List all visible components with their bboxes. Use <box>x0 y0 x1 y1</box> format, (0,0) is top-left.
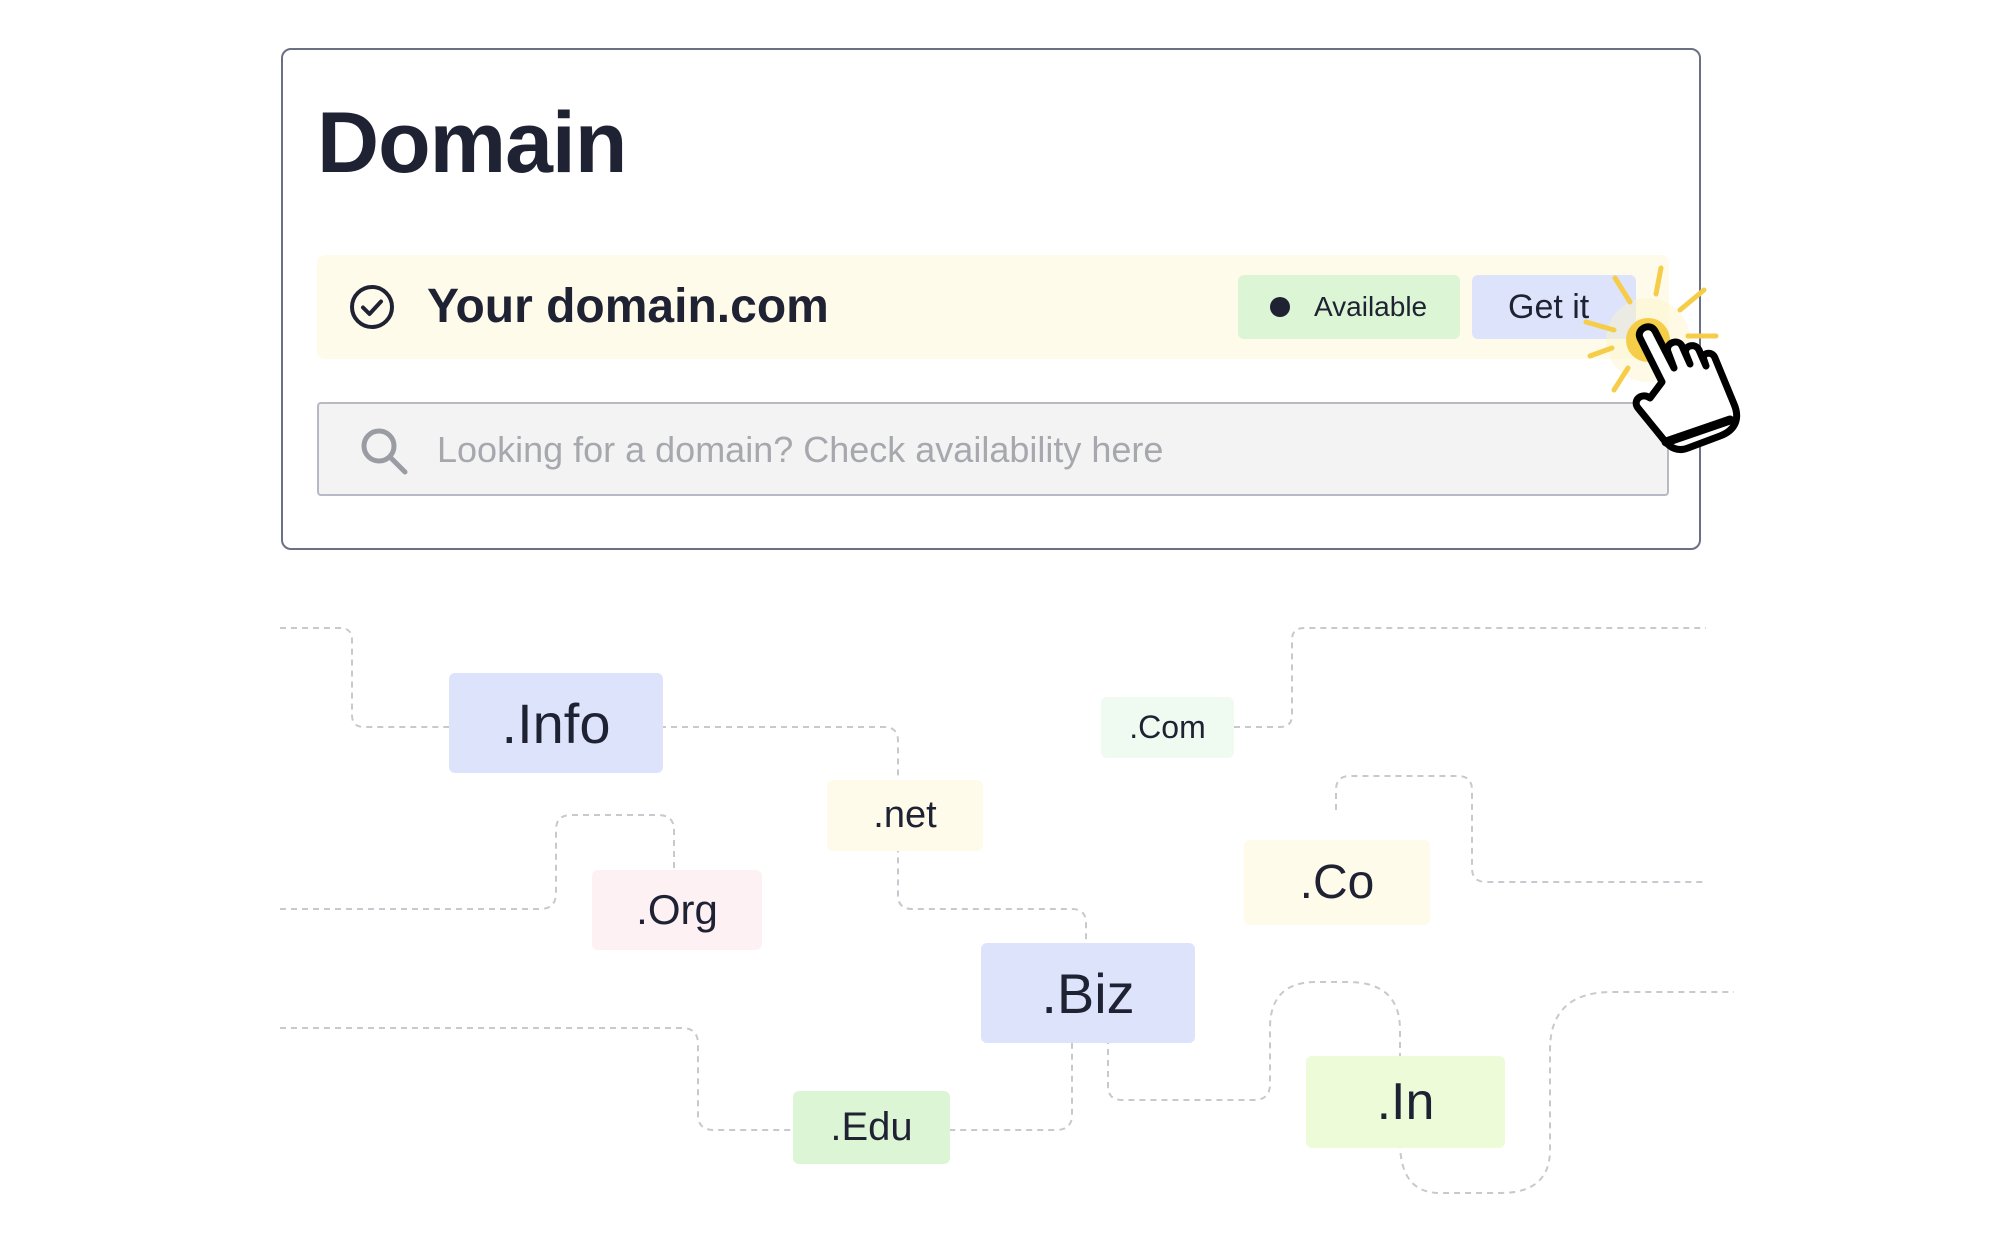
tld-tag[interactable]: .Org <box>592 870 762 950</box>
domain-result-row: Your domain.com Available Get it <box>317 255 1669 359</box>
tld-tag[interactable]: .net <box>827 780 983 851</box>
status-label: Available <box>1314 291 1428 322</box>
tld-tag[interactable]: .Edu <box>793 1091 950 1164</box>
status-dot-icon <box>1270 297 1290 317</box>
domain-name: Your domain.com <box>427 280 829 333</box>
hand-cursor-icon <box>1583 265 1741 454</box>
tld-tag[interactable]: .Biz <box>981 943 1195 1043</box>
domain-card: Domain Your domain.com Available Get it <box>281 48 1701 550</box>
tld-tag[interactable]: .Co <box>1244 840 1430 925</box>
status-badge: Available <box>1238 275 1460 339</box>
domain-search-field[interactable] <box>317 402 1669 496</box>
card-title: Domain <box>317 95 627 191</box>
tld-tag[interactable]: .Info <box>449 673 663 773</box>
tld-tag[interactable]: .In <box>1306 1056 1505 1148</box>
domain-search-input[interactable] <box>435 420 1639 480</box>
check-circle-icon <box>350 285 394 329</box>
search-icon <box>361 428 408 475</box>
tld-tag[interactable]: .Com <box>1101 697 1234 758</box>
